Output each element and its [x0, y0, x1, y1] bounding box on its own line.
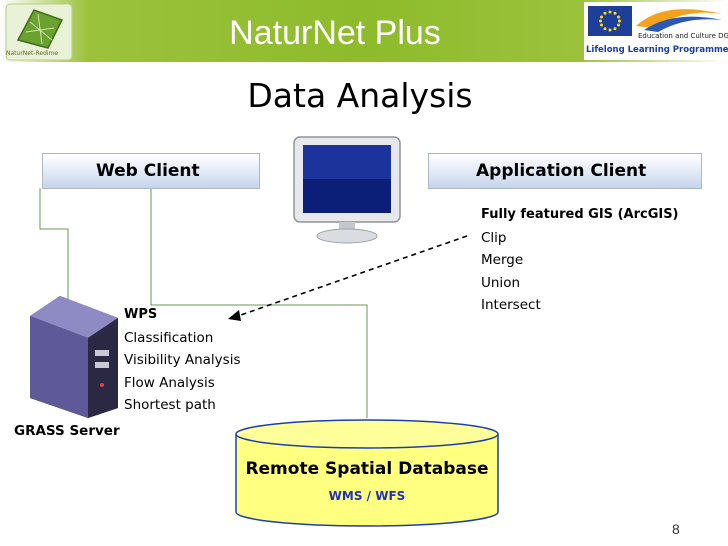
- eu-logo: Education and Culture DG Lifelong Learni…: [584, 2, 728, 60]
- web-client-box: Web Client: [42, 153, 260, 189]
- list-item: Shortest path: [124, 397, 216, 413]
- gis-heading: Fully featured GIS (ArcGIS): [481, 207, 679, 222]
- list-item: Flow Analysis: [124, 374, 215, 391]
- eu-dg-text: Education and Culture DG: [638, 32, 728, 40]
- database-label: Remote Spatial Database: [245, 459, 489, 479]
- dashed-arrow-line: [237, 235, 468, 317]
- connector-web-to-grass: [39, 188, 69, 305]
- application-client-box: Application Client: [428, 153, 702, 189]
- connector-web-to-database: [150, 188, 368, 418]
- list-item: Visibility Analysis: [124, 352, 241, 368]
- naturnet-logo-graphic: [5, 3, 73, 61]
- list-item: Classification: [124, 329, 214, 346]
- wps-function-list: WPS Classification Visibility Analysis F…: [124, 304, 241, 417]
- eu-swoosh-icon: [636, 9, 722, 32]
- dashed-arrow-head: [228, 310, 241, 321]
- database-services-label: WMS / WFS: [328, 489, 406, 503]
- eu-flag-icon: [588, 6, 632, 36]
- list-item: Clip: [481, 229, 507, 246]
- gis-function-list: Fully featured GIS (ArcGIS) Clip Merge U…: [481, 204, 679, 317]
- slide-title: Data Analysis: [247, 76, 473, 115]
- wps-heading: WPS: [124, 307, 158, 322]
- eu-llp-text: Lifelong Learning Programme: [586, 45, 728, 55]
- database-cylinder: [235, 419, 499, 527]
- list-item: Merge: [481, 252, 524, 268]
- header-title: NaturNet Plus: [229, 14, 441, 52]
- server-icon: [30, 296, 118, 418]
- naturnet-logo-text: NaturNet-Redime: [6, 50, 59, 57]
- grass-server-label: GRASS Server: [14, 423, 120, 439]
- list-item: Intersect: [481, 297, 541, 313]
- page-number: 8: [672, 521, 680, 537]
- monitor-icon: [293, 136, 401, 244]
- list-item: Union: [481, 274, 521, 291]
- naturnet-logo: [4, 2, 74, 62]
